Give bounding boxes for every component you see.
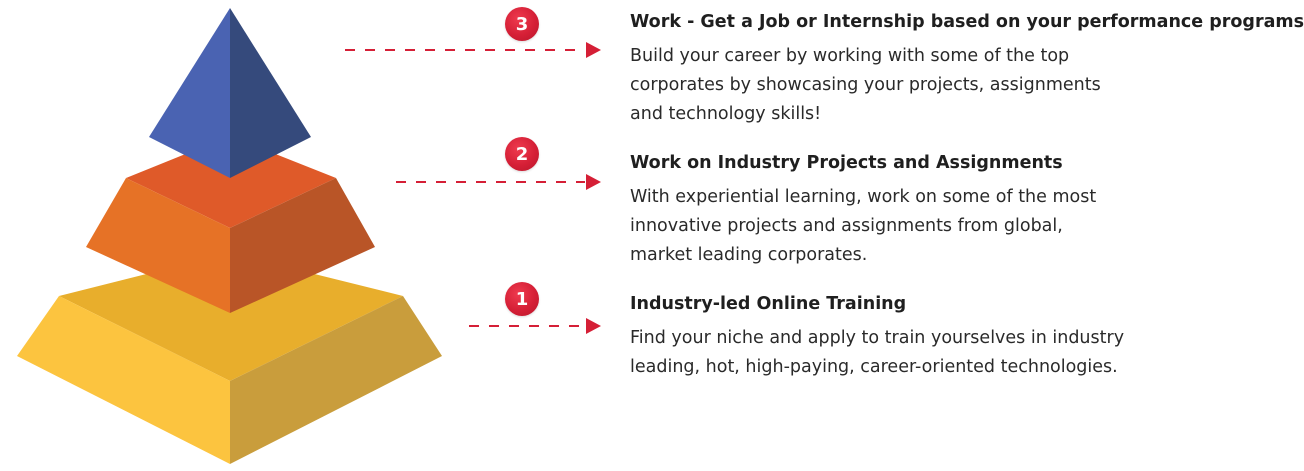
tier-2-left-face (86, 178, 230, 313)
tier-1-number-badge: 1 (505, 282, 539, 316)
tier-2-description: With experiential learning, work on some… (630, 187, 1097, 265)
tier-1-right-face (230, 296, 442, 464)
pyramid-tier-1 (17, 253, 442, 464)
tier-2-number-badge: 2 (505, 137, 539, 171)
tier-2-text-block: Work on Industry Projects and Assignment… (630, 152, 1295, 270)
connector-arrow-3 (345, 42, 601, 58)
tier-1-description: Find your niche and apply to train yours… (630, 328, 1125, 377)
tier-3-description: Build your career by working with some o… (630, 46, 1101, 124)
tier-3-right-face (230, 8, 311, 178)
tier-3-title: Work - Get a Job or Internship based on … (630, 12, 1304, 32)
tier-1-left-face (17, 296, 230, 464)
tier-3-left-face (149, 8, 230, 178)
pyramid-tier-3 (149, 8, 311, 178)
tier-1-title: Industry-led Online Training (630, 294, 907, 314)
tier-2-right-face (230, 178, 375, 313)
tier-2-title: Work on Industry Projects and Assignment… (630, 153, 1063, 173)
tier-2-top-face (126, 136, 336, 228)
tier-1-text-block: Industry-led Online Training Find your n… (630, 293, 1295, 382)
tier-3-text-block: Work - Get a Job or Internship based on … (630, 11, 1304, 129)
tier-3-number-badge: 3 (505, 7, 539, 41)
pyramid-tier-2 (86, 136, 375, 313)
connector-arrow-2 (396, 174, 601, 190)
connector-arrow-1 (469, 318, 601, 334)
tier-1-top-face (59, 253, 403, 381)
